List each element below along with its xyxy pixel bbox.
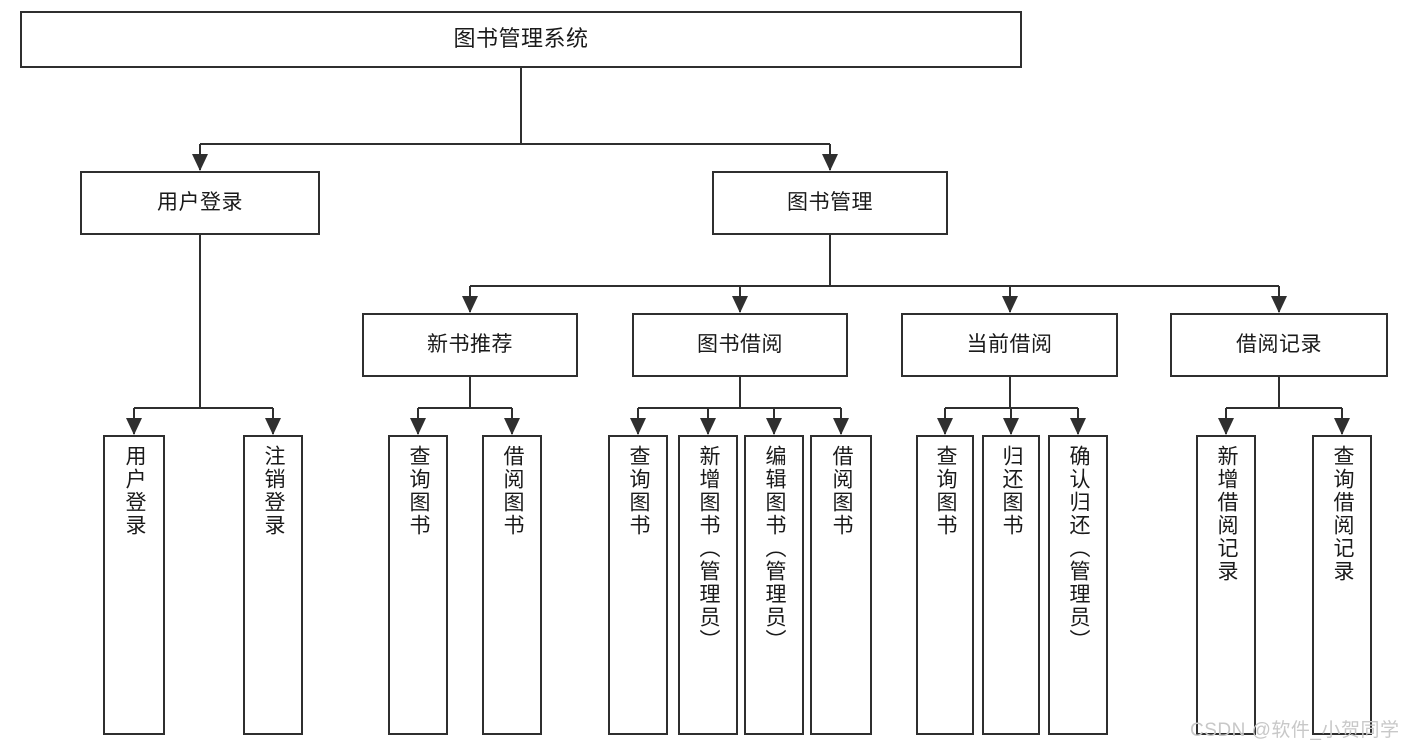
node-label: 用户登录 bbox=[157, 191, 243, 215]
node-label: 新增借阅记录 bbox=[1215, 445, 1239, 583]
node-leaf-user-logout[interactable]: 注销登录 bbox=[243, 435, 303, 735]
arrow-head bbox=[462, 296, 478, 313]
node-book-manage[interactable]: 图书管理 bbox=[712, 171, 948, 235]
node-label: 新书推荐 bbox=[427, 333, 513, 357]
arrow-head bbox=[126, 418, 142, 435]
arrow-head bbox=[700, 418, 716, 435]
node-new-book-rec[interactable]: 新书推荐 bbox=[362, 313, 578, 377]
arrow-head bbox=[1218, 418, 1234, 435]
arrow-head bbox=[732, 296, 748, 313]
arrow-head bbox=[1002, 296, 1018, 313]
node-current-borrow[interactable]: 当前借阅 bbox=[901, 313, 1118, 377]
node-label: 新增图书（管理员） bbox=[697, 445, 721, 652]
arrow-head bbox=[192, 154, 208, 171]
node-leaf-query-book-2[interactable]: 查询图书 bbox=[608, 435, 668, 735]
node-label: 编辑图书（管理员） bbox=[763, 445, 787, 652]
node-label: 注销登录 bbox=[262, 445, 286, 537]
node-leaf-edit-book[interactable]: 编辑图书（管理员） bbox=[744, 435, 804, 735]
node-borrow-record[interactable]: 借阅记录 bbox=[1170, 313, 1388, 377]
node-label: 查询图书 bbox=[627, 445, 651, 537]
arrow-head bbox=[937, 418, 953, 435]
node-label: 确认归还（管理员） bbox=[1067, 445, 1091, 652]
node-book-borrow[interactable]: 图书借阅 bbox=[632, 313, 848, 377]
arrow-head bbox=[1334, 418, 1350, 435]
node-leaf-confirm-return[interactable]: 确认归还（管理员） bbox=[1048, 435, 1108, 735]
node-label: 用户登录 bbox=[123, 445, 147, 537]
arrow-head bbox=[1070, 418, 1086, 435]
node-leaf-borrow-book-1[interactable]: 借阅图书 bbox=[482, 435, 542, 735]
node-label: 查询图书 bbox=[934, 445, 958, 537]
arrow-head bbox=[1271, 296, 1287, 313]
arrow-head bbox=[630, 418, 646, 435]
arrow-head bbox=[766, 418, 782, 435]
node-label: 图书管理系统 bbox=[453, 26, 589, 52]
node-leaf-add-book[interactable]: 新增图书（管理员） bbox=[678, 435, 738, 735]
node-label: 借阅图书 bbox=[830, 445, 854, 537]
arrow-head bbox=[504, 418, 520, 435]
node-leaf-query-record[interactable]: 查询借阅记录 bbox=[1312, 435, 1372, 735]
node-label: 查询借阅记录 bbox=[1331, 445, 1355, 583]
node-leaf-query-book-1[interactable]: 查询图书 bbox=[388, 435, 448, 735]
arrow-head bbox=[833, 418, 849, 435]
node-leaf-user-login[interactable]: 用户登录 bbox=[103, 435, 165, 735]
node-label: 借阅图书 bbox=[501, 445, 525, 537]
arrow-head bbox=[1003, 418, 1019, 435]
node-leaf-borrow-book-2[interactable]: 借阅图书 bbox=[810, 435, 872, 735]
node-label: 图书管理 bbox=[787, 191, 873, 215]
node-label: 当前借阅 bbox=[966, 333, 1053, 357]
arrow-head bbox=[410, 418, 426, 435]
node-user-login[interactable]: 用户登录 bbox=[80, 171, 320, 235]
node-label: 借阅记录 bbox=[1236, 333, 1322, 357]
node-leaf-add-record[interactable]: 新增借阅记录 bbox=[1196, 435, 1256, 735]
node-label: 查询图书 bbox=[407, 445, 431, 537]
arrow-head bbox=[822, 154, 838, 171]
arrow-head bbox=[265, 418, 281, 435]
node-leaf-query-book-3[interactable]: 查询图书 bbox=[916, 435, 974, 735]
node-root[interactable]: 图书管理系统 bbox=[20, 11, 1022, 68]
watermark: CSDN @软件_小贺同学 bbox=[1190, 720, 1400, 741]
node-label: 图书借阅 bbox=[697, 333, 783, 357]
node-label: 归还图书 bbox=[1000, 445, 1024, 537]
node-leaf-return-book[interactable]: 归还图书 bbox=[982, 435, 1040, 735]
